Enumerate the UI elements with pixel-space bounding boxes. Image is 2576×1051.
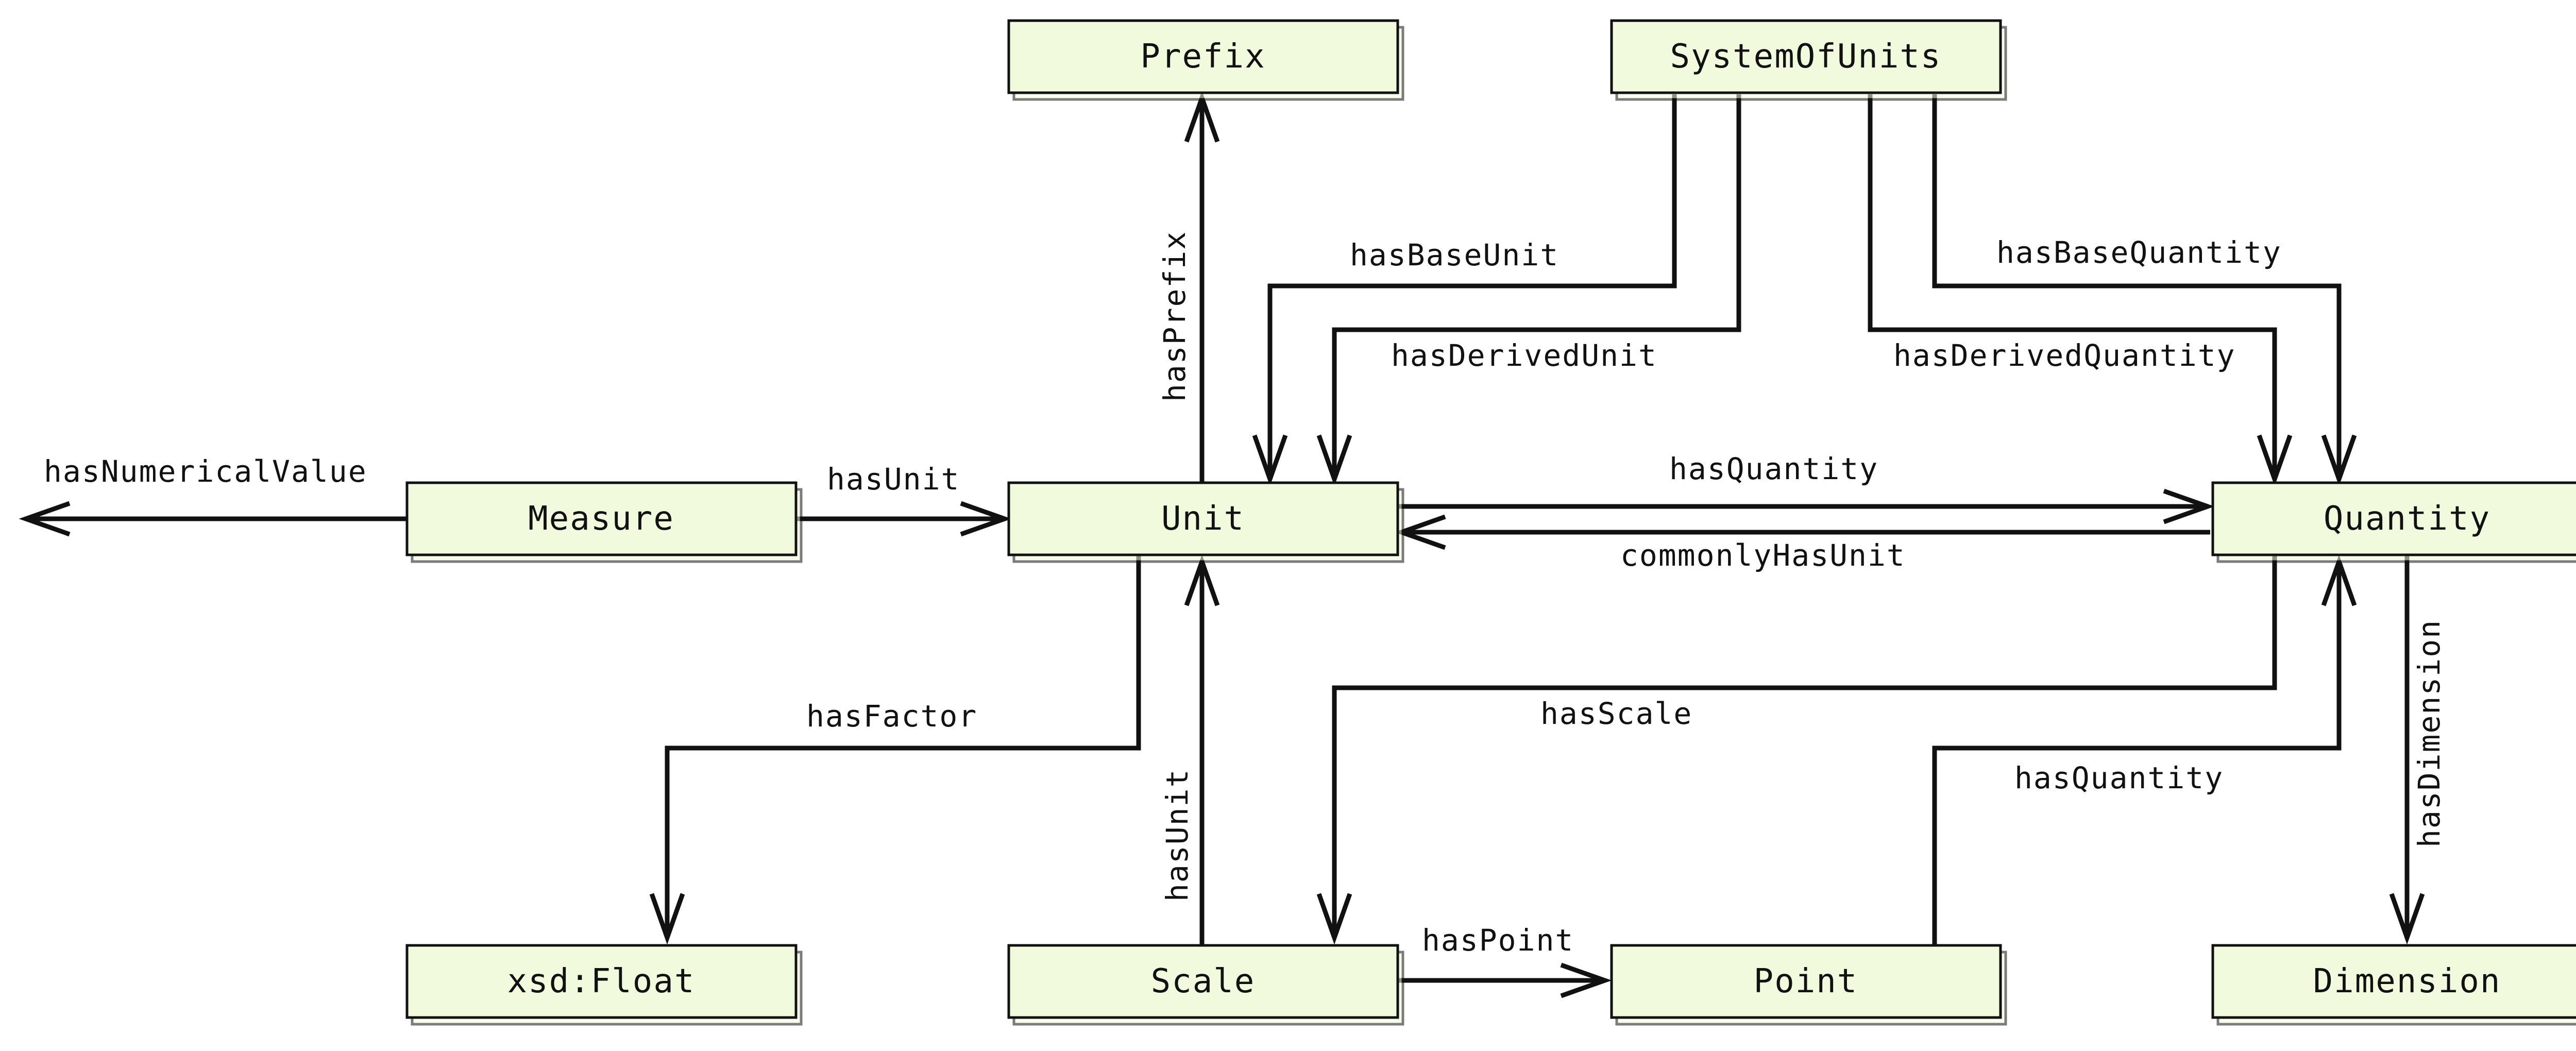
- edge-hasderivedunit-line: [1332, 94, 1741, 479]
- edge-measure-hasunit-arrowhead: [960, 501, 1012, 537]
- node-point[interactable]: Point: [1610, 944, 2007, 1026]
- edge-point-hasquantity: hasQuantity: [1932, 554, 2357, 945]
- edge-hasbasequantity-label: hasBaseQuantity: [1996, 235, 2282, 270]
- edge-unit-hasquantity: hasQuantity: [1396, 451, 2215, 524]
- node-measure-label: Measure: [528, 500, 674, 538]
- edge-haspoint-label: hasPoint: [1422, 923, 1574, 958]
- node-point-label: Point: [1754, 962, 1858, 1001]
- edge-hasfactor: hasFactor: [649, 555, 1141, 945]
- edge-hasderivedunit-label: hasDerivedUnit: [1391, 338, 1657, 373]
- edge-hasbaseunit: hasBaseUnit: [1252, 94, 1677, 486]
- edge-hasnumericalvalue-arrowhead: [19, 501, 71, 537]
- edge-scale-hasunit: hasUnit: [1160, 554, 1220, 945]
- edge-hasderivedunit-arrowhead: [1316, 434, 1352, 486]
- node-dimension-label: Dimension: [2313, 962, 2501, 1001]
- edge-scale-hasunit-label: hasUnit: [1160, 769, 1195, 902]
- edge-hasprefix: hasPrefix: [1157, 91, 1220, 484]
- edge-hasbasequantity-line: [1932, 94, 2342, 479]
- edge-point-hasquantity-line: [1932, 562, 2342, 945]
- edge-hasscale: hasScale: [1316, 555, 2277, 945]
- node-systemofunits-label: SystemOfUnits: [1670, 38, 1942, 76]
- edge-hasderivedquantity-label: hasDerivedQuantity: [1893, 338, 2236, 373]
- edge-hasderivedunit: hasDerivedUnit: [1316, 94, 1741, 486]
- edge-hasdimension-label: hasDimension: [2412, 619, 2447, 847]
- node-quantity-label: Quantity: [2324, 500, 2490, 538]
- node-prefix[interactable]: Prefix: [1007, 19, 1404, 101]
- edge-hasbaseunit-label: hasBaseUnit: [1350, 238, 1559, 273]
- edge-hasderivedquantity-arrowhead: [2257, 434, 2293, 486]
- edge-hasbasequantity: hasBaseQuantity: [1932, 94, 2357, 486]
- node-measure[interactable]: Measure: [405, 481, 803, 563]
- node-dimension[interactable]: Dimension: [2211, 944, 2576, 1026]
- edge-hasscale-line: [1332, 555, 2277, 938]
- node-systemofunits[interactable]: SystemOfUnits: [1610, 19, 2007, 101]
- node-scale[interactable]: Scale: [1007, 944, 1404, 1026]
- edge-hasderivedquantity: hasDerivedQuantity: [1868, 94, 2293, 486]
- edge-measure-hasunit: hasUnit: [796, 462, 1012, 537]
- edge-commonlyhasunit-label: commonlyHasUnit: [1620, 538, 1906, 573]
- edge-haspoint: hasPoint: [1396, 923, 1612, 998]
- node-unit-label: Unit: [1161, 500, 1245, 538]
- edge-hasbasequantity-arrowhead: [2321, 434, 2357, 486]
- node-xsdfloat[interactable]: xsd:Float: [405, 944, 803, 1026]
- edge-hasscale-label: hasScale: [1540, 696, 1692, 731]
- edge-unit-hasquantity-arrowhead: [2163, 488, 2215, 524]
- edge-unit-hasquantity-label: hasQuantity: [1669, 451, 1878, 486]
- edge-hasscale-arrowhead: [1316, 893, 1352, 945]
- edge-hasbaseunit-arrowhead: [1252, 434, 1288, 486]
- edge-hasdimension-arrowhead: [2389, 893, 2425, 945]
- edge-haspoint-arrowhead: [1560, 962, 1612, 998]
- edge-hasprefix-label: hasPrefix: [1157, 231, 1192, 402]
- node-prefix-label: Prefix: [1140, 38, 1265, 76]
- edge-hasbaseunit-line: [1267, 94, 1677, 479]
- edge-hasnumericalvalue: hasNumericalValue: [19, 454, 407, 537]
- edge-hasfactor-label: hasFactor: [806, 699, 977, 734]
- edge-measure-hasunit-label: hasUnit: [827, 462, 960, 497]
- node-unit[interactable]: Unit: [1007, 481, 1404, 563]
- edge-hasderivedquantity-line: [1868, 94, 2277, 479]
- edge-commonlyhasunit: commonlyHasUnit: [1394, 514, 2210, 573]
- node-scale-label: Scale: [1151, 962, 1256, 1001]
- node-xsdfloat-label: xsd:Float: [507, 962, 696, 1001]
- edge-point-hasquantity-label: hasQuantity: [2014, 760, 2224, 795]
- node-quantity[interactable]: Quantity: [2211, 481, 2576, 563]
- edge-hasnumericalvalue-label: hasNumericalValue: [44, 454, 367, 489]
- edge-hasfactor-arrowhead: [649, 893, 685, 945]
- edge-hasdimension: hasDimension: [2389, 555, 2447, 945]
- edge-hasfactor-line: [665, 555, 1141, 938]
